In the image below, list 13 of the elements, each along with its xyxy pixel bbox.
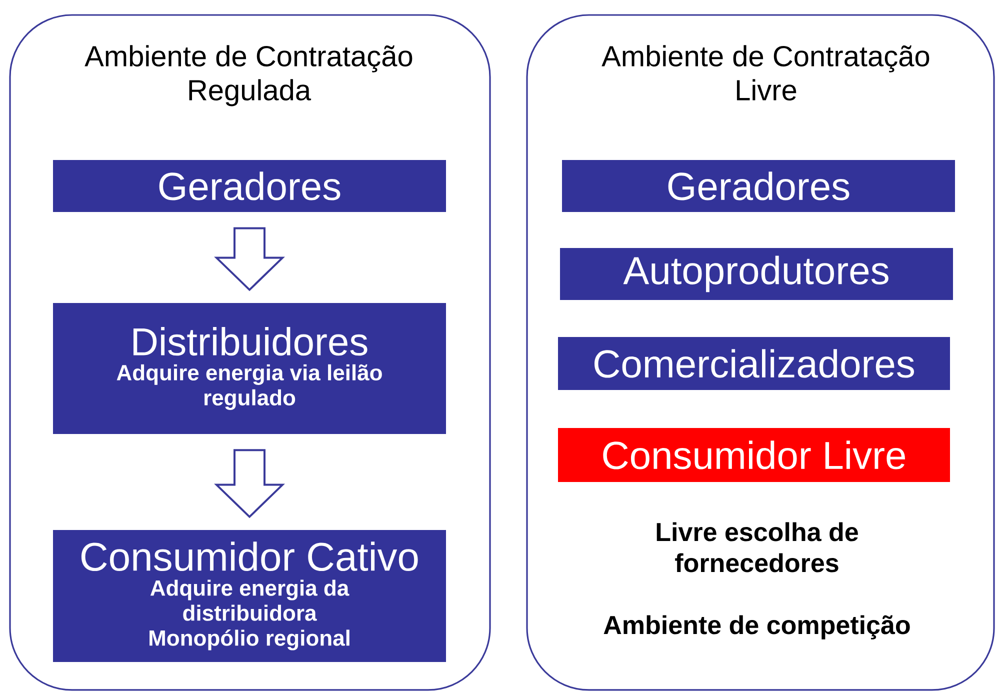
process-box: Consumidor Livre [558,428,950,482]
panel-title: Ambiente de Contratação Regulada [84,45,412,106]
block-arrow [214,227,285,292]
process-box: Geradores [562,160,955,212]
note-text: Livre escolha de fornecedores [656,522,858,572]
process-box: Distribuidores Adquire energia via leilão regulado [53,302,446,434]
note-text: Ambiente de competição [604,615,910,640]
process-box: Geradores [53,160,446,212]
process-box: Comercializadores [558,336,950,390]
block-arrow [214,449,285,518]
process-box: Consumidor Cativo Adquire energia da distribuidora Monopólio regional [53,530,446,662]
process-box: Autoprodutores [560,248,953,300]
panel-title: Ambiente de Contratação Livre [602,45,930,100]
